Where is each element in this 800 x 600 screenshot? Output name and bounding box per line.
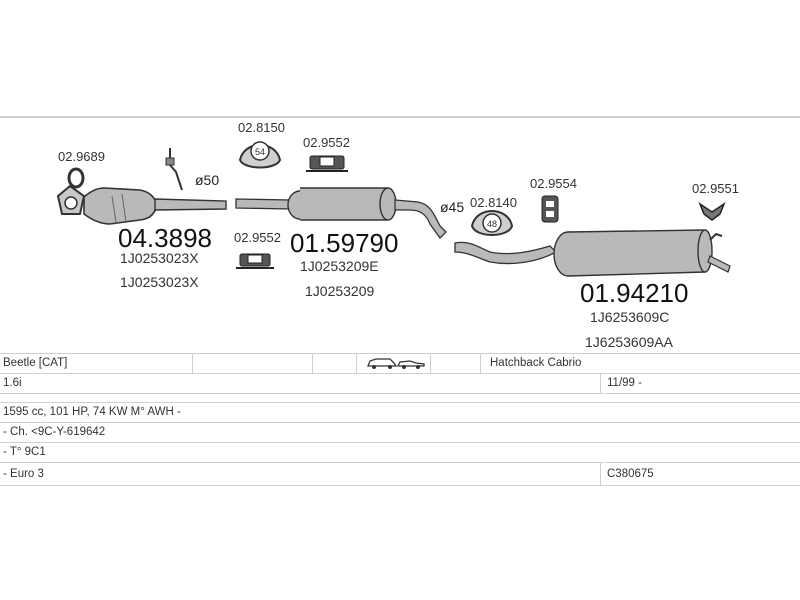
- svg-text:54: 54: [255, 147, 265, 157]
- mounting-bracket-icon: [698, 202, 726, 221]
- part-ref-01-59790: 01.59790: [290, 228, 398, 258]
- engine: 1.6i: [3, 377, 22, 389]
- catalog-code: C380675: [607, 468, 654, 480]
- pipe-diameter-45: ø45: [440, 199, 464, 215]
- vehicle-model: Beetle [CAT]: [3, 357, 68, 369]
- info-row-engine: 1.6i 11/99 -: [0, 374, 800, 394]
- part-code-01-94210-b: 1J6253609AA: [585, 334, 674, 350]
- part-ref-02-9551: 02.9551: [692, 181, 739, 196]
- exhaust-hanger-icon: [541, 195, 559, 223]
- part-ref-04-3898: 04.3898: [118, 223, 212, 253]
- info-row-spec: 1595 cc, 101 HP, 74 KW M° AWH -: [0, 403, 800, 423]
- part-code-04-3898-b: 1J0253023X: [120, 274, 199, 290]
- engine-spec: 1595 cc, 101 HP, 74 KW M° AWH -: [3, 406, 181, 418]
- rubber-mount-icon: [306, 155, 348, 172]
- car-icon: [366, 356, 426, 373]
- part-code-04-3898-a: 1J0253023X: [120, 250, 199, 266]
- part-ref-02-8150: 02.8150: [238, 120, 285, 135]
- info-row-spacer: [0, 394, 800, 403]
- part-code-01-59790-b: 1J0253209: [305, 283, 375, 299]
- emission-standard: - Euro 3: [3, 468, 44, 480]
- type-code: - T° 9C1: [3, 446, 46, 458]
- part-ref-02-9552-top: 02.9552: [303, 135, 350, 150]
- part-code-01-94210-a: 1J6253609C: [590, 309, 669, 325]
- part-code-01-59790-a: 1J0253209E: [300, 258, 379, 274]
- chassis: - Ch. <9C-Y-619642: [3, 426, 106, 438]
- body-type: Hatchback Cabrio: [490, 357, 582, 369]
- svg-text:48: 48: [487, 219, 497, 229]
- sealing-ring-icon: [67, 167, 85, 189]
- lambda-sensor-icon: [165, 148, 183, 191]
- catalytic-converter-icon: [56, 184, 227, 225]
- middle-silencer-icon: [235, 187, 447, 240]
- info-row-type: - T° 9C1: [0, 443, 800, 463]
- part-ref-02-8140: 02.8140: [470, 195, 517, 210]
- info-row-chassis: - Ch. <9C-Y-619642: [0, 423, 800, 443]
- pipe-clamp-48-icon: 48: [470, 210, 514, 236]
- info-row-model: Beetle [CAT] Hatchback Cabrio: [0, 353, 800, 374]
- part-ref-01-94210: 01.94210: [580, 278, 688, 308]
- rear-silencer-icon: [454, 229, 731, 277]
- pipe-diameter-50: ø50: [195, 172, 219, 188]
- pipe-clamp-54-icon: 54: [238, 141, 282, 169]
- part-ref-02-9552-bottom: 02.9552: [234, 230, 281, 245]
- production-date: 11/99 -: [607, 377, 642, 389]
- vehicle-info-table: Beetle [CAT] Hatchback Cabrio 1.6i 11/99…: [0, 353, 800, 486]
- rubber-mount-lower-icon: [236, 253, 274, 269]
- info-row-emission: - Euro 3 C380675: [0, 463, 800, 486]
- part-ref-02-9689: 02.9689: [58, 149, 105, 164]
- part-ref-02-9554: 02.9554: [530, 176, 577, 191]
